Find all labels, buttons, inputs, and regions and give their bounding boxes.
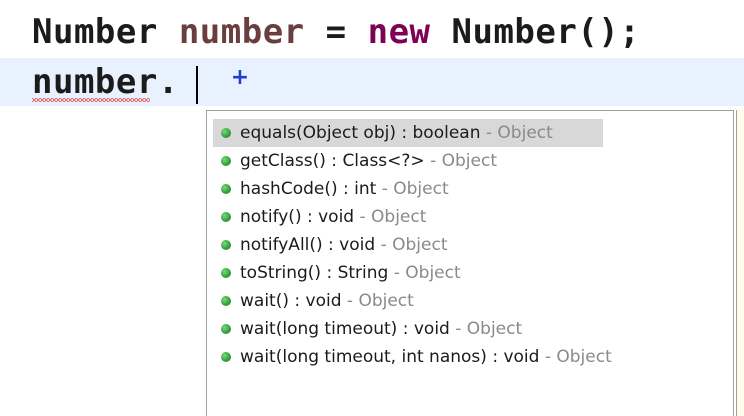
proposal-item[interactable]: wait(long timeout, int nanos) : void - O… <box>213 343 612 371</box>
proposal-item[interactable]: equals(Object obj) : boolean - Object <box>213 119 603 147</box>
proposal-signature-text: wait() : void <box>240 291 342 311</box>
token-type: Number <box>32 12 158 52</box>
proposal-signature: toString() : String - Object <box>240 259 461 287</box>
proposal-signature-text: notifyAll() : void <box>240 235 376 255</box>
proposal-signature: wait() : void - Object <box>240 287 414 315</box>
proposal-item[interactable]: notify() : void - Object <box>213 203 603 231</box>
proposal-owner: - Object <box>380 235 448 255</box>
proposal-signature: wait(long timeout) : void - Object <box>240 315 522 343</box>
proposal-owner: - Object <box>393 263 461 283</box>
public-method-icon <box>221 296 231 306</box>
proposal-signature: notify() : void - Object <box>240 203 426 231</box>
proposal-owner: - Object <box>359 207 427 227</box>
proposal-owner: - Object <box>381 179 449 199</box>
proposal-item[interactable]: notifyAll() : void - Object <box>213 231 603 259</box>
proposal-signature-text: getClass() : Class<?> <box>240 151 425 171</box>
proposal-owner: - Object <box>455 319 523 339</box>
public-method-icon <box>221 240 231 250</box>
text-caret <box>196 66 198 104</box>
error-squiggle <box>32 98 150 102</box>
proposal-signature-text: hashCode() : int <box>240 179 377 199</box>
proposal-signature: equals(Object obj) : boolean - Object <box>240 119 553 147</box>
proposal-signature: hashCode() : int - Object <box>240 175 449 203</box>
code-line-1[interactable]: Number number = new Number(); <box>0 8 744 56</box>
code-line-2-text: number. <box>32 62 179 102</box>
proposal-item[interactable]: hashCode() : int - Object <box>213 175 603 203</box>
proposal-item[interactable]: wait() : void - Object <box>213 287 603 315</box>
proposal-owner: - Object <box>346 291 414 311</box>
proposal-item[interactable]: wait(long timeout) : void - Object <box>213 315 603 343</box>
proposal-signature-text: toString() : String <box>240 263 389 283</box>
proposal-owner: - Object <box>544 347 612 367</box>
proposal-signature: wait(long timeout, int nanos) : void - O… <box>240 343 612 371</box>
public-method-icon <box>221 268 231 278</box>
proposal-signature-text: wait(long timeout, int nanos) : void <box>240 347 540 367</box>
plus-icon: + <box>230 65 250 90</box>
proposal-signature-text: equals(Object obj) : boolean <box>240 123 481 143</box>
token-variable: number <box>178 12 305 52</box>
public-method-icon <box>221 184 231 194</box>
token-constructor: Number(); <box>451 12 641 52</box>
public-method-icon <box>221 352 231 362</box>
public-method-icon <box>221 128 231 138</box>
javadoc-panel-edge <box>736 110 744 416</box>
proposal-signature-text: wait(long timeout) : void <box>240 319 450 339</box>
code-line-1-text: Number number = new Number(); <box>32 8 640 56</box>
public-method-icon <box>221 212 231 222</box>
proposal-signature: notifyAll() : void - Object <box>240 231 447 259</box>
public-method-icon <box>221 324 231 334</box>
public-method-icon <box>221 156 231 166</box>
proposal-item[interactable]: getClass() : Class<?> - Object <box>213 147 603 175</box>
proposal-signature: getClass() : Class<?> - Object <box>240 147 497 175</box>
proposal-signature-text: notify() : void <box>240 207 355 227</box>
proposal-owner: - Object <box>485 123 553 143</box>
token-operator: = <box>325 12 347 52</box>
token-keyword: new <box>367 12 431 52</box>
proposal-owner: - Object <box>430 151 497 171</box>
proposal-item[interactable]: toString() : String - Object <box>213 259 603 287</box>
